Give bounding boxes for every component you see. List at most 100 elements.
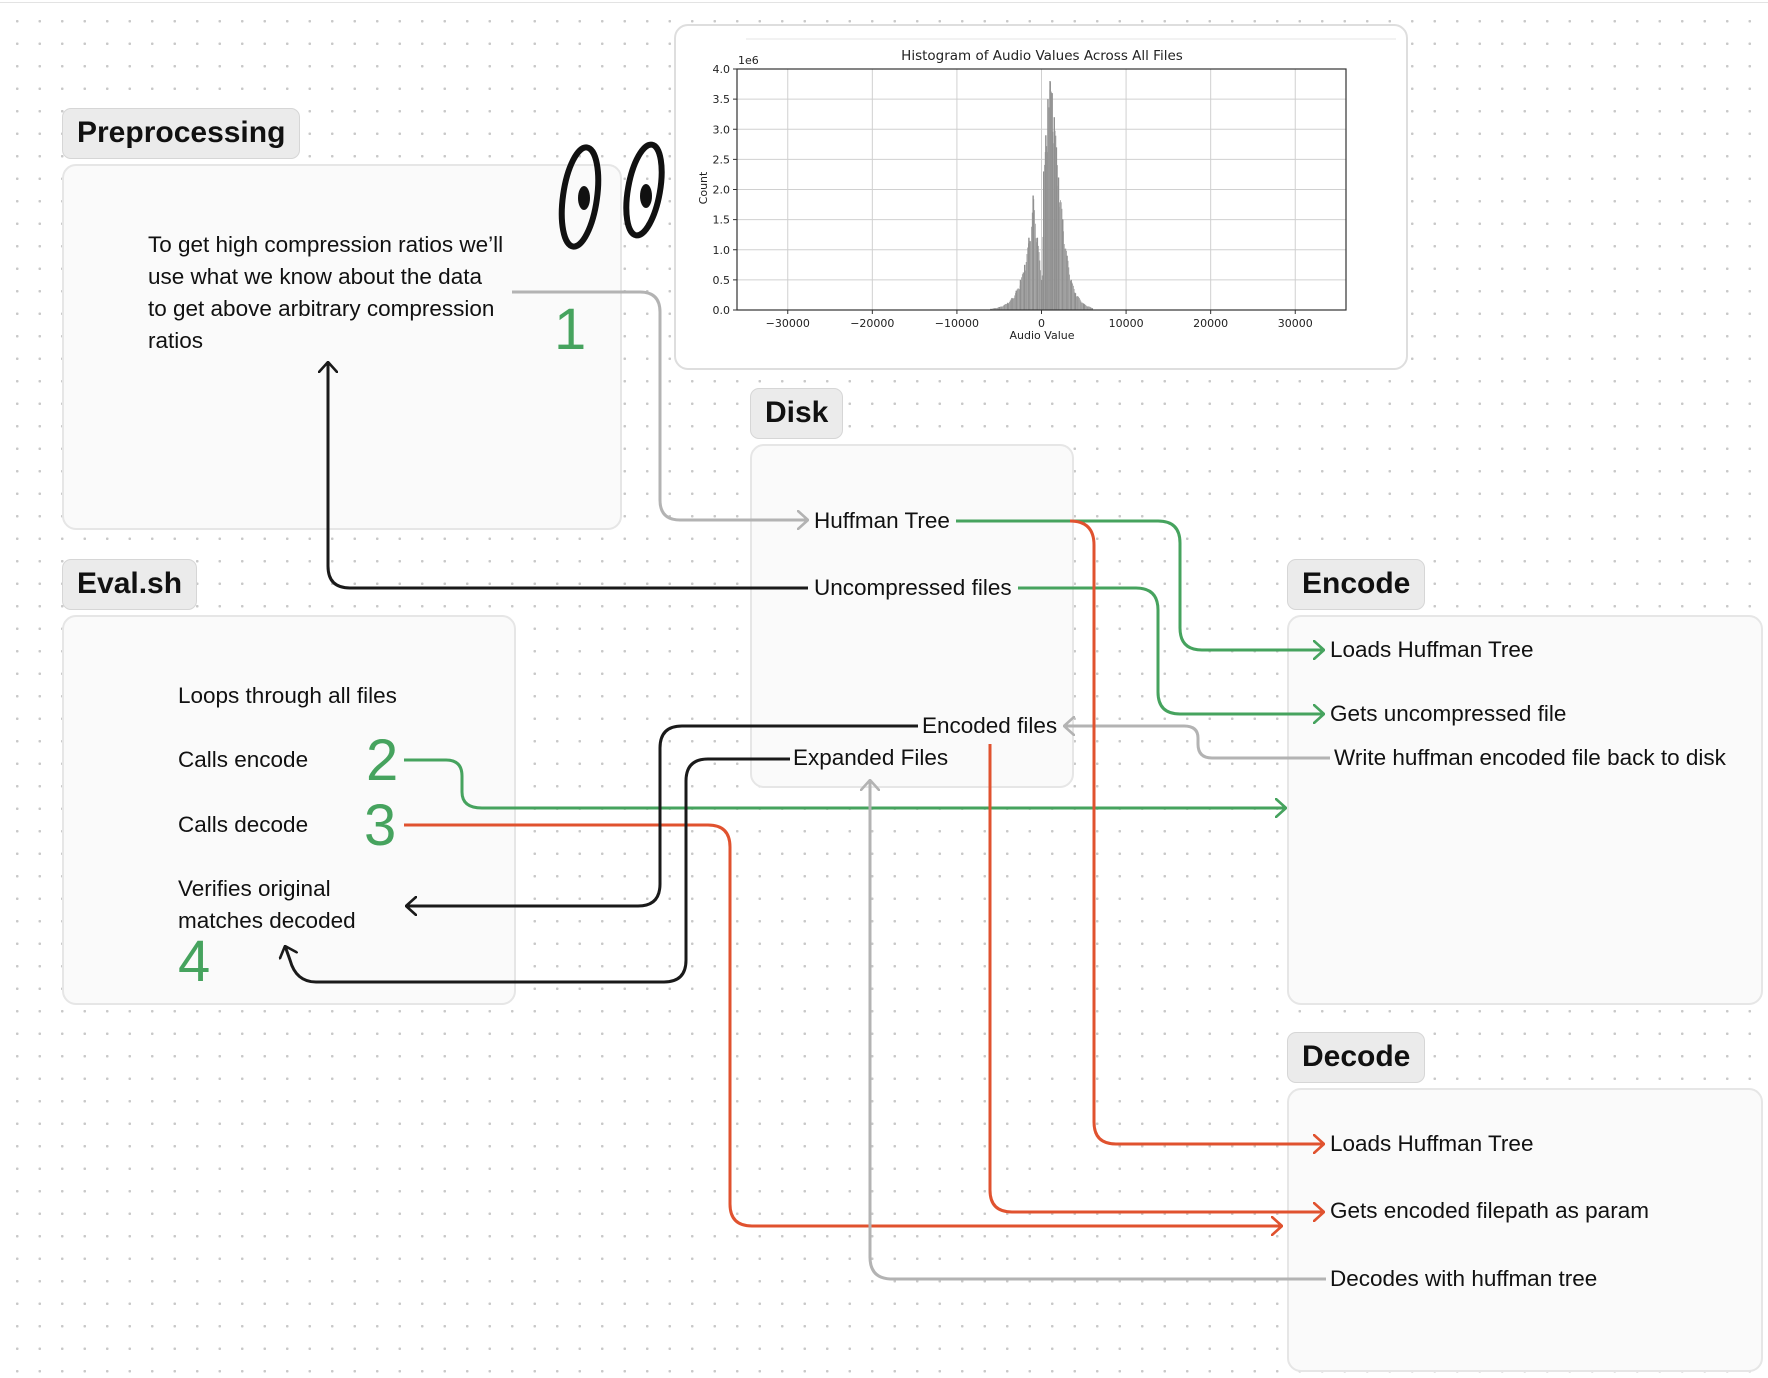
chart-bar-peak [1070,279,1072,310]
chart-bar [1004,304,1006,310]
chart-bar [1017,288,1019,310]
chart-y-tick-label: 3.5 [713,93,731,106]
chart-bar [1060,200,1061,310]
eval-label: Eval.sh [62,559,198,610]
chart-bar [1031,226,1032,310]
chart-bar [1046,146,1048,310]
chart-x-tick-label: −20000 [850,317,894,330]
decode-loads-tree: Loads Huffman Tree [1330,1131,1534,1156]
chart-bar [1061,208,1063,310]
chart-bar [1027,247,1029,310]
chart-bar [1053,143,1054,310]
chart-bar-peak [1015,290,1017,310]
chart-bar [1069,280,1071,310]
chart-bar [1059,202,1061,310]
chart-bar [1025,262,1027,310]
chart-bar [1087,306,1089,310]
chart-bar [1086,306,1088,310]
step-number-2: 2 [366,728,399,793]
chart-bar [1063,244,1065,310]
chart-bar [1091,307,1093,310]
chart-y-tick-label: 4.0 [713,63,731,76]
chart-bar [1034,210,1035,310]
chart-bar [1001,306,1003,310]
disk-huffman-tree: Huffman Tree [814,508,950,533]
chart-bar [1034,223,1036,310]
chart-x-tick-label: 20000 [1193,317,1228,330]
chart-bar [1042,236,1044,310]
decode-label: Decode [1287,1032,1426,1083]
preprocessing-line-3: to get above arbitrary compression [148,296,495,321]
chart-title: Histogram of Audio Values Across All Fil… [901,48,1183,64]
chart-bar [1002,306,1003,310]
disk-expanded-files: Expanded Files [793,745,949,770]
encode-card [1287,615,1763,1005]
chart-bar [1072,285,1074,310]
step-number-4: 4 [178,929,211,994]
histogram-card: Histogram of Audio Values Across All Fil… [674,24,1408,370]
chart-bar [1009,300,1011,310]
chart-bar [999,306,1001,310]
chart-bar [996,308,997,310]
chart-bar [1037,245,1039,310]
chart-bar [1084,304,1086,310]
chart-bar [1009,301,1010,310]
chart-bar-peak [998,306,1001,310]
chart-y-tick-label: 0.0 [713,304,731,317]
preprocessing-label: Preprocessing [62,108,301,159]
chart-bar [1072,283,1074,310]
chart-bar [1078,296,1080,310]
chart-bar-peak [1062,219,1064,310]
chart-x-tick-label: 30000 [1278,317,1313,330]
chart-bar-peak [1040,279,1043,310]
chart-bar-peak [1043,171,1045,310]
disk-encoded-files: Encoded files [922,713,1058,738]
chart-x-axis-label: Audio Value [1010,329,1075,342]
chart-x-tick-label: 0 [1038,317,1045,330]
chart-bar [1018,288,1019,310]
wire-encoded-to-decode-gets [988,744,1324,1212]
chart-y-offset-label: 1e6 [738,54,759,67]
chart-bar-peak [1032,195,1034,310]
chart-bar-peak [1053,117,1055,310]
chart-bar [1039,260,1041,310]
chart-bar [1079,298,1080,310]
chart-bar [1088,306,1090,310]
histogram-chart: Histogram of Audio Values Across All Fil… [697,38,1396,342]
chart-bar [1076,296,1078,310]
encode-write-back: Write huffman encoded file back to disk [1334,745,1726,770]
eval-verifies-line-1: Verifies original [178,876,331,901]
eval-calls-decode-text: Calls decode [178,812,309,837]
chart-bar [997,307,999,310]
chart-bar [1056,165,1058,310]
chart-bar-peak [1045,135,1047,310]
encode-label: Encode [1287,559,1426,610]
chart-bar-peak [1051,93,1053,310]
chart-y-tick-label: 0.5 [713,274,731,287]
chart-bar [1010,299,1012,310]
chart-bar [994,308,996,310]
chart-bar-peak [1083,303,1085,310]
chart-bar [1076,296,1077,310]
chart-x-tick-label: 10000 [1109,317,1144,330]
chart-bar [1080,301,1082,310]
chart-bar [1089,306,1091,310]
chart-bar [1015,293,1016,310]
chart-bar [1012,298,1014,310]
chart-bar [1082,302,1083,310]
chart-y-tick-label: 3.0 [713,123,731,136]
chart-y-axis-label: Count [697,171,710,204]
chart-bar-peak [1036,237,1039,310]
wire-decodes-to-expanded-files [870,780,1326,1281]
chart-bar [1005,303,1007,310]
chart-bar [1077,296,1079,310]
preprocessing-line-4: ratios [148,328,204,353]
chart-bar [1073,288,1075,310]
chart-bar [993,308,994,310]
chart-bar [995,308,997,310]
encode-loads-tree: Loads Huffman Tree [1330,637,1534,662]
chart-bar [1081,302,1083,310]
chart-bar-peak [1019,279,1022,310]
chart-bar-peak [1007,302,1009,310]
